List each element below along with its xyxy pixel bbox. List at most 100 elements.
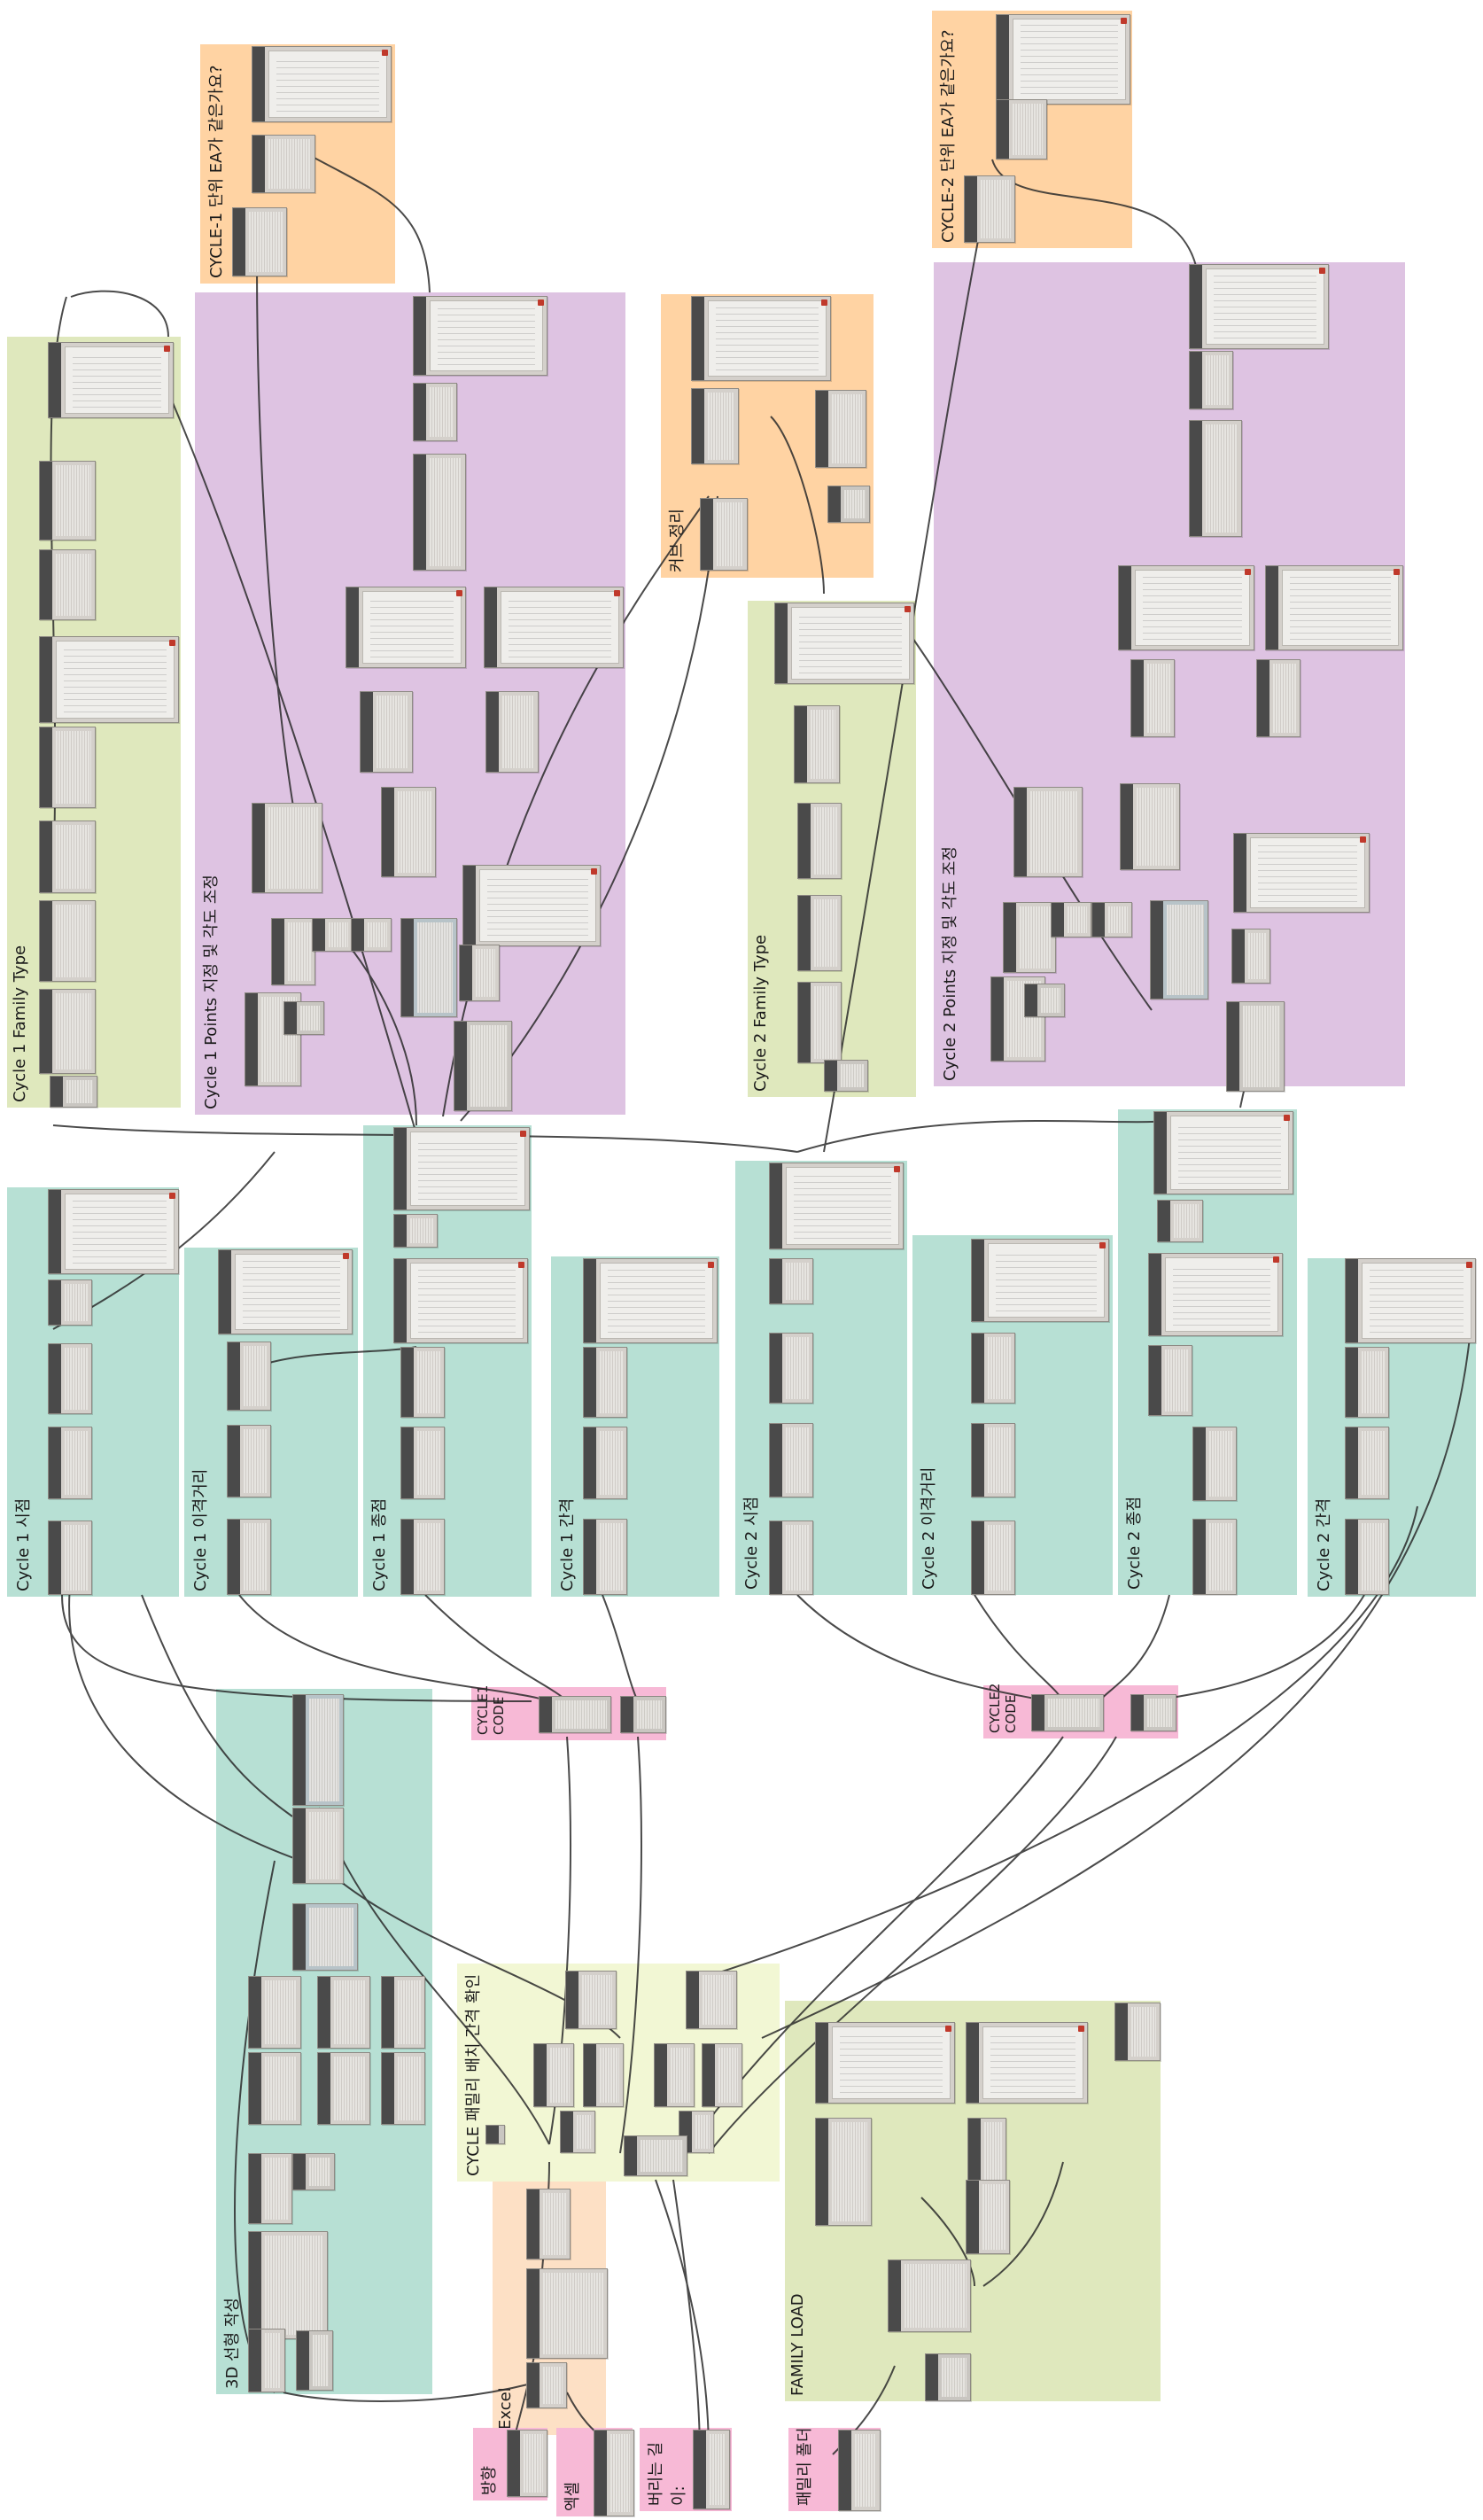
list-node[interactable] — [560, 2111, 595, 2153]
curve-point-at-parameter-node[interactable] — [400, 918, 457, 1017]
list-node[interactable] — [583, 2043, 624, 2107]
watch-node[interactable] — [971, 1239, 1109, 1322]
list-node[interactable] — [1051, 902, 1091, 937]
list-count-node[interactable] — [1189, 351, 1233, 409]
watch-node[interactable] — [393, 1127, 530, 1210]
set-parameter-node[interactable] — [1189, 420, 1242, 537]
watch-node[interactable] — [1189, 264, 1329, 349]
string-replace-node[interactable] — [794, 705, 840, 783]
list-chop-node[interactable] — [1345, 1427, 1389, 1499]
watch-node[interactable] — [48, 1189, 179, 1274]
data-import-excel-node[interactable] — [248, 2231, 328, 2339]
equals-node[interactable] — [996, 99, 1047, 159]
vector-angle-node[interactable] — [1013, 787, 1083, 877]
watch-node[interactable] — [462, 865, 601, 946]
set-parameter-node[interactable] — [413, 454, 466, 571]
code-block-node[interactable] — [283, 1001, 324, 1035]
curve-point-at-parameter-node[interactable] — [1150, 900, 1208, 999]
code-block-node[interactable] — [1024, 984, 1065, 1017]
watch-node[interactable] — [1265, 565, 1403, 650]
watch-node[interactable] — [218, 1249, 353, 1334]
family-instance-by-point-node[interactable] — [1256, 659, 1301, 737]
watch-node[interactable] — [48, 342, 174, 418]
watch-node[interactable] — [413, 296, 547, 376]
code-block-node[interactable] — [925, 2353, 971, 2401]
watch-node[interactable] — [1153, 1111, 1293, 1194]
data-import-excel-node[interactable] — [526, 2268, 608, 2359]
list-chop-node[interactable] — [227, 1425, 271, 1497]
list-node[interactable] — [565, 1971, 617, 2029]
code-block-node[interactable] — [292, 2153, 335, 2190]
boolean-input-node[interactable] — [507, 2430, 547, 2497]
list-count-node[interactable] — [964, 175, 1015, 243]
directory-path-input-node[interactable] — [838, 2430, 881, 2511]
list-count-node[interactable] — [459, 945, 500, 1001]
code-block-node[interactable] — [620, 1696, 666, 1733]
file-path-list-node[interactable] — [815, 2118, 872, 2226]
list-chop-node[interactable] — [48, 1427, 92, 1499]
code-block-node[interactable] — [624, 2135, 687, 2176]
element-curve-node[interactable] — [1120, 783, 1180, 870]
curve-by-joined-node[interactable] — [815, 390, 866, 468]
list-deconstruct-node[interactable] — [248, 2153, 292, 2224]
code-block-node[interactable] — [48, 1279, 92, 1326]
watch-node[interactable] — [815, 2022, 955, 2104]
code-block-node[interactable] — [824, 1060, 868, 1092]
list-transpose-node[interactable] — [526, 2189, 571, 2259]
point-by-coordinates-node[interactable] — [292, 1903, 358, 1971]
list-get-item-node[interactable] — [797, 982, 842, 1063]
list-node[interactable] — [1091, 902, 1132, 937]
watch-node[interactable] — [252, 46, 392, 122]
geometry-node[interactable] — [271, 918, 315, 985]
watch-node[interactable] — [1118, 565, 1254, 650]
equals-node[interactable] — [252, 135, 315, 193]
code-block-node[interactable] — [393, 1214, 438, 1248]
polycurve-node[interactable] — [691, 388, 739, 464]
list-get-item-node[interactable] — [1192, 1519, 1237, 1595]
list-get-item-node[interactable] — [400, 1519, 445, 1595]
polycurve-by-points-node[interactable] — [292, 1694, 344, 1806]
list-chop-node[interactable] — [248, 2052, 301, 2125]
list-node[interactable] — [686, 1971, 737, 2029]
list-count-node[interactable] — [1231, 929, 1270, 984]
list-get-item-node[interactable] — [1345, 1519, 1389, 1595]
list-remove-node[interactable] — [797, 895, 842, 971]
directory-contents-node[interactable] — [888, 2259, 971, 2332]
watch-node[interactable] — [39, 636, 179, 723]
code-block-node[interactable] — [1226, 1001, 1285, 1092]
list-node[interactable] — [679, 2111, 714, 2153]
number-input-node[interactable] — [693, 2430, 730, 2509]
list-get-item-node[interactable] — [227, 1519, 271, 1595]
list-chop-node[interactable] — [317, 2052, 370, 2125]
code-block-node[interactable] — [1031, 1694, 1104, 1731]
list-remove-node[interactable] — [227, 1342, 271, 1411]
list-remove-node[interactable] — [769, 1333, 813, 1404]
list-remove-node[interactable] — [400, 1347, 445, 1418]
list-chop-node[interactable] — [381, 2052, 425, 2125]
family-instance-by-point-node[interactable] — [1130, 659, 1175, 737]
element-curve-node[interactable] — [381, 787, 436, 877]
list-count-node[interactable] — [232, 207, 287, 276]
list-get-item-node[interactable] — [48, 1521, 92, 1595]
code-block-node[interactable] — [539, 1696, 611, 1733]
list-count-node[interactable] — [413, 383, 457, 441]
list-clean-node[interactable] — [39, 461, 96, 541]
document-load-family-node[interactable] — [1114, 2003, 1161, 2061]
watch-node[interactable] — [484, 587, 624, 668]
list-get-item-node[interactable] — [248, 1976, 301, 2049]
watch-node[interactable] — [1148, 1253, 1283, 1336]
list-remove-node[interactable] — [1345, 1347, 1389, 1418]
file-path-input-node[interactable] — [594, 2430, 634, 2516]
list-get-item-node[interactable] — [769, 1521, 813, 1595]
list-get-item-node[interactable] — [583, 1519, 627, 1595]
code-block-node[interactable] — [1157, 1200, 1203, 1242]
list-get-item-node[interactable] — [39, 989, 96, 1074]
watch-node[interactable] — [691, 296, 831, 381]
list-filter-node[interactable] — [967, 2118, 1006, 2185]
list-node[interactable] — [654, 2043, 695, 2107]
file-from-path-node[interactable] — [526, 2362, 567, 2408]
file-from-path-node[interactable] — [248, 2329, 285, 2392]
list-get-item-node[interactable] — [971, 1521, 1015, 1595]
vector-angle-node[interactable] — [252, 803, 322, 893]
list-chop-node[interactable] — [971, 1423, 1015, 1497]
